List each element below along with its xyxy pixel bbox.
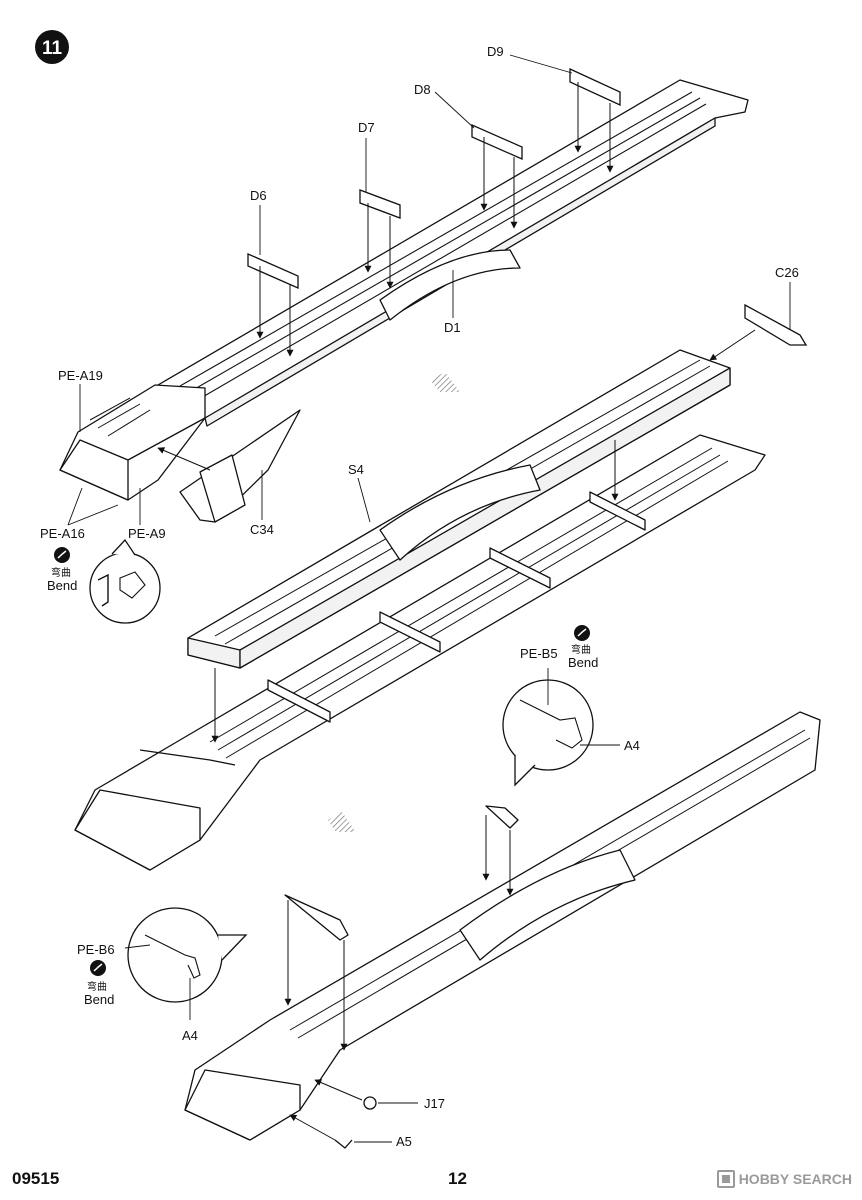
bend-icon	[54, 547, 70, 563]
step-number: 11	[42, 38, 63, 59]
label-pe-a19: PE-A19	[58, 368, 103, 383]
assembly-arrows-stage2	[211, 440, 619, 743]
bend-note-zh: 弯曲	[51, 566, 71, 579]
label-d7: D7	[358, 120, 375, 135]
label-c26: C26	[775, 265, 799, 280]
bend-note-en: Bend	[47, 578, 77, 593]
bend-icon	[574, 625, 590, 641]
product-code: 09515	[12, 1169, 60, 1188]
leader-lines-stage3	[354, 1102, 418, 1143]
detail-callout-bubble-pe-a9	[89, 538, 161, 624]
bend-icon	[90, 960, 106, 976]
bend-note-zh: 弯曲	[571, 643, 591, 656]
leader-lines-stage1	[67, 54, 791, 526]
deck-d1-drawing	[59, 79, 749, 523]
watermark-text: HOBBY SEARCH	[738, 1171, 852, 1187]
brackets-d6-d9	[247, 67, 808, 346]
label-pe-b6: PE-B6	[77, 942, 115, 957]
bend-note-zh: 弯曲	[87, 980, 107, 993]
hatch-arrow-1	[430, 372, 460, 392]
label-pe-a16: PE-A16	[40, 526, 85, 541]
label-s4: S4	[348, 462, 364, 477]
hatch-arrow-2	[328, 812, 356, 832]
bend-note-en: Bend	[568, 655, 598, 670]
label-d8: D8	[414, 82, 431, 97]
label-j17: J17	[424, 1096, 445, 1111]
assembly-arrows-stage3	[284, 815, 514, 1141]
deck-assembled-drawing	[184, 711, 821, 1149]
detail-callout-bubble-pe-b6	[124, 907, 248, 1020]
step-number-badge: 11	[35, 30, 69, 64]
page-number: 12	[448, 1169, 467, 1188]
label-d9: D9	[487, 44, 504, 59]
bend-note-en: Bend	[84, 992, 114, 1007]
detail-callout-bubble-pe-b5	[502, 668, 620, 787]
watermark-logo-icon	[716, 1170, 735, 1188]
label-pe-b5: PE-B5	[520, 646, 558, 661]
label-c34: C34	[250, 522, 274, 537]
label-pe-a9: PE-A9	[128, 526, 166, 541]
label-a5: A5	[396, 1134, 412, 1149]
label-d1: D1	[444, 320, 461, 335]
label-a4-bottom: A4	[182, 1028, 198, 1043]
watermark: HOBBY SEARCH	[716, 1170, 852, 1188]
leader-lines-stage2	[357, 477, 371, 523]
label-a4-top: A4	[624, 738, 640, 753]
label-d6: D6	[250, 188, 267, 203]
deck-s4-drawing	[74, 349, 766, 871]
assembly-arrows-stage1	[157, 82, 756, 471]
